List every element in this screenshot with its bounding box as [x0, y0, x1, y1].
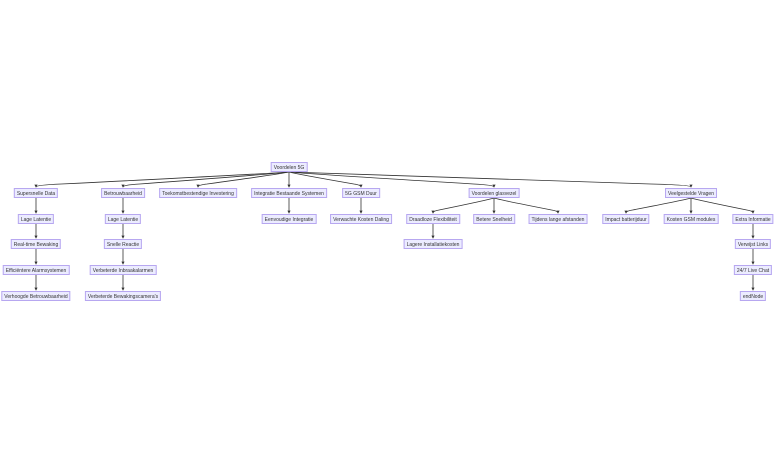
- node-a2: Real-time Bewaking: [10, 239, 62, 249]
- node-g3: Extra Informatie: [732, 214, 774, 224]
- edge-root-c: [196, 171, 290, 188]
- node-b4: Verbeterde Bewakingscamera's: [84, 291, 162, 301]
- node-a: Supersnelle Data: [13, 188, 59, 198]
- node-b2: Snelle Reactie: [103, 239, 143, 249]
- node-a4: Verhoogde Betrouwbaarheid: [1, 291, 71, 301]
- node-a1: Lage Latentie: [17, 214, 55, 224]
- edge-root-f: [288, 171, 496, 188]
- node-d: Integratie Bestaande Systemen: [251, 188, 327, 198]
- node-f1: Draadloze Flexibiliteit: [406, 214, 460, 224]
- node-b3: Verbeterde Inbraakalarmen: [89, 265, 157, 275]
- edge-g-g1: [624, 197, 692, 214]
- edge-root-e: [288, 171, 363, 188]
- node-g3b: 24/7 Live Chat: [733, 265, 773, 275]
- edge-root-b: [121, 171, 290, 188]
- node-f1a: Lagere Installatiekosten: [403, 239, 463, 249]
- edge-f-f1: [431, 197, 495, 214]
- edge-g-g3: [690, 197, 755, 214]
- node-b1: Lage Latentie: [104, 214, 142, 224]
- node-root: Voordelen 5G: [270, 162, 308, 172]
- node-a3: Efficiëntere Alarmsystemen: [2, 265, 70, 275]
- node-f3: Tijdens lange afstanden: [528, 214, 588, 224]
- node-g3a: Verwijst Links: [734, 239, 772, 249]
- node-e: 5G GSM Duur: [342, 188, 380, 198]
- edge-root-g: [288, 171, 693, 188]
- node-g3c: endNode: [739, 291, 767, 301]
- edge-root-a: [34, 171, 290, 188]
- node-g1: Impact batterijduur: [602, 214, 650, 224]
- node-c: Toekomstbestendige Investering: [159, 188, 237, 198]
- node-e1: Verwachte Kosten Daling: [330, 214, 392, 224]
- node-f: Voordelen glasvezel: [468, 188, 520, 198]
- edge-f-f3: [493, 197, 560, 214]
- node-b: Betrouwbaarheid: [101, 188, 145, 198]
- node-d1: Eenvoudige Integratie: [261, 214, 317, 224]
- node-g2: Kosten GSM modules: [663, 214, 719, 224]
- node-f2: Betere Snelheid: [473, 214, 515, 224]
- node-g: Veelgestelde Vragen: [665, 188, 717, 198]
